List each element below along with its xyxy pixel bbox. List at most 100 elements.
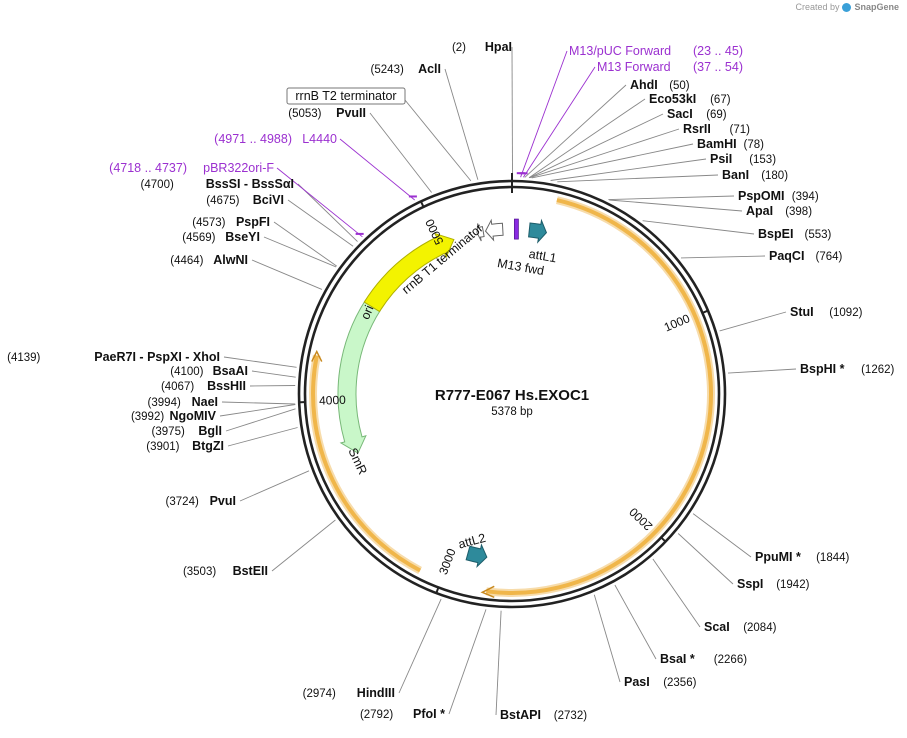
site-pos-pvuii: (5053) (288, 108, 321, 120)
m13-marker (519, 172, 528, 175)
site-name-hindiii: HindIII (357, 686, 395, 700)
orf-arc (486, 198, 713, 595)
site-name-bamhi: BamHI (697, 137, 737, 151)
leader-18 (593, 594, 621, 683)
plasmid-name: R777-E067 Hs.EXOC1 (435, 387, 589, 404)
site-pos-bstapi: (2732) (554, 710, 587, 722)
rrnb-t2-arrow (476, 223, 485, 242)
site-pos-bgli: (3975) (152, 426, 185, 438)
site-pos-bsaai: (4100) (170, 366, 203, 378)
site-pos-bsphi: (1262) (861, 364, 894, 376)
leader-left-3 (239, 470, 310, 502)
site-name-scai: ScaI (704, 620, 730, 634)
primer-range-0: (23 .. 45) (693, 44, 743, 58)
site-pos-paqci: (764) (816, 251, 843, 263)
tick-mark-1000 (701, 309, 710, 315)
site-pos-hindiii: (2974) (303, 688, 336, 700)
credit-prefix: Created by (795, 2, 840, 12)
site-pos-rsrii: (71) (730, 124, 751, 136)
site-pos-apai: (398) (785, 206, 812, 218)
site-name-bsshii: BssHII (207, 379, 246, 393)
pbr322-marker (355, 232, 364, 235)
site-name-saci: SacI (667, 107, 693, 121)
site-name-apai: ApaI (746, 204, 773, 218)
rrnb-t2-label: rrnB T2 terminator (295, 89, 396, 103)
leader-left-16 (369, 112, 432, 193)
attl1-arrow (528, 218, 548, 244)
feature-label-ori: ori (358, 303, 376, 321)
primer-name-1: M13 Forward (597, 60, 671, 74)
orf-arrowhead (480, 585, 495, 599)
primer-range-2: (4971 .. 4988) (214, 132, 292, 146)
site-name-pvuii: PvuII (336, 106, 366, 120)
primer-name-3: pBR322ori-F (203, 161, 274, 175)
leader-left-7 (221, 401, 296, 405)
site-pos-bamhi: (78) (744, 139, 765, 151)
leader-left-14 (287, 199, 354, 247)
feature-label-attL1: attL1 (528, 247, 558, 266)
site-name-eco53ki: Eco53kI (649, 92, 696, 106)
site-name-bani: BanI (722, 168, 749, 182)
smr-arrow (337, 299, 382, 454)
site-pos-pasi: (2356) (663, 677, 696, 689)
leader-11 (680, 255, 766, 259)
site-pos-naei: (3994) (148, 397, 181, 409)
leader-12 (719, 311, 787, 332)
site-pos-scai: (2084) (743, 622, 776, 634)
primer-leader-2 (339, 138, 415, 201)
site-name-acli: AclI (418, 62, 441, 76)
orf2-arc (311, 355, 422, 573)
site-pos-bsteii: (3503) (183, 566, 216, 578)
site-pos-pspomi: (394) (792, 191, 819, 203)
tick-label-4000: 4000 (319, 393, 347, 408)
snapgene-credit: Created by SnapGene (795, 2, 899, 12)
site-name-stui: StuI (790, 305, 814, 319)
tick-label-3000: 3000 (436, 546, 459, 576)
leader-left-12 (263, 236, 337, 268)
leader-left-6 (219, 404, 296, 417)
leader-lines (219, 46, 797, 716)
attl2-arrow (465, 543, 488, 568)
tick-label-2000: 2000 (626, 505, 655, 534)
site-pos-multi-15: (4700) (141, 179, 174, 191)
site-name-bcivi: BciVI (253, 193, 284, 207)
site-name-bspei: BspEI (758, 227, 793, 241)
leader-1 (524, 84, 627, 178)
site-name-pvui: PvuI (210, 494, 236, 508)
primer-leader-0 (520, 50, 568, 178)
site-name-paqci: PaqCI (769, 249, 804, 263)
leader-14 (692, 513, 752, 558)
leader-left-13 (273, 221, 337, 267)
site-name-bsphi: BspHI * (800, 362, 845, 376)
site-name-bstapi: BstAPI (500, 708, 541, 722)
snapgene-logo-icon (842, 2, 852, 12)
site-pos-ahdi: (50) (669, 80, 690, 92)
site-name-pspfi: PspFI (236, 215, 270, 229)
leader-left-9 (251, 370, 296, 378)
site-name-alwni: AlwNI (213, 253, 248, 267)
site-pos-psii: (153) (749, 154, 776, 166)
site-name-ahdi: AhdI (630, 78, 658, 92)
leader-left-1 (398, 598, 442, 694)
site-pos-stui: (1092) (829, 307, 862, 319)
site-name-pspomi: PspOMI (738, 189, 785, 203)
leader-left-4 (227, 427, 298, 447)
leader-0 (511, 46, 513, 178)
leader-left-8 (249, 385, 296, 387)
site-pos-pspfi: (4573) (192, 217, 225, 229)
site-label-layer: HpaI(2)AhdI(50)Eco53kI(67)SacI(69)RsrII(… (7, 40, 894, 722)
leader-left-10 (223, 356, 297, 368)
site-name-ppumi: PpuMI * (755, 550, 801, 564)
leader-7 (557, 174, 719, 183)
leader-13 (727, 368, 797, 374)
m13-fwd-feature (513, 218, 519, 240)
site-name-btgzi: BtgZI (192, 439, 224, 453)
site-name-multi-10: PaeR7I - PspXI - XhoI (94, 350, 220, 364)
tick-mark-3000 (435, 586, 440, 595)
leader-8 (608, 195, 735, 201)
rrnb-t1-arrow (484, 218, 504, 242)
site-pos-alwni: (4464) (170, 255, 203, 267)
leader-left-2 (271, 519, 336, 572)
plasmid-center: R777-E067 Hs.EXOC1 5378 bp (435, 387, 589, 418)
site-name-rsrii: RsrII (683, 122, 711, 136)
